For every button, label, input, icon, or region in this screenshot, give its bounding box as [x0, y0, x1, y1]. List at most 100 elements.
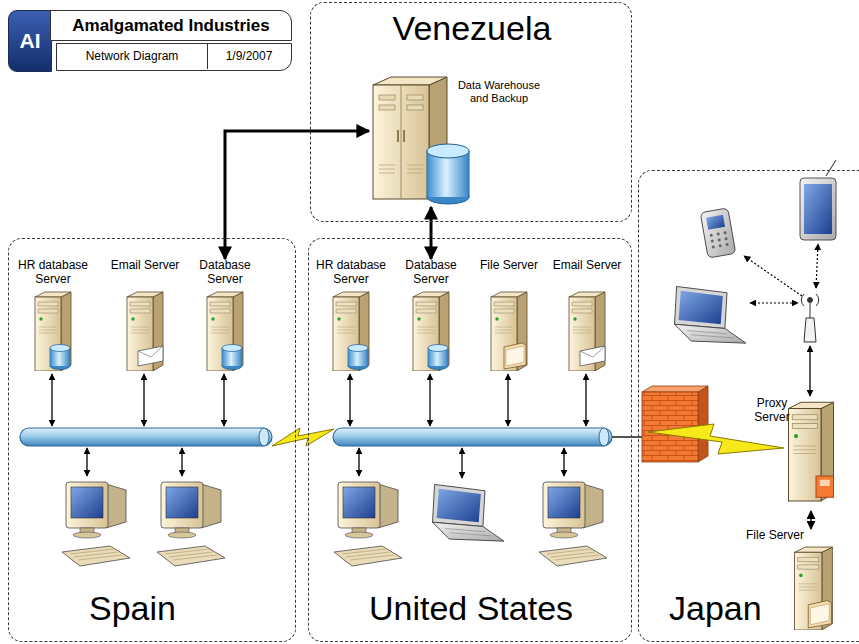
- bus-links-part: [51, 374, 52, 426]
- bus-links-part: [181, 448, 182, 476]
- region-heading: Spain: [89, 589, 239, 628]
- server-icon-part: [795, 547, 833, 630]
- cell-phone-part-part: [710, 233, 713, 236]
- workstation: [334, 482, 402, 566]
- server-label: HR database Server: [15, 259, 91, 287]
- bus-links: [52, 374, 586, 478]
- site-region: HR database ServerDatabase ServerFile Se…: [308, 238, 632, 642]
- cell-phone-part-part: [725, 243, 728, 246]
- server-icon: [125, 291, 165, 371]
- server-icon-part: [413, 292, 449, 371]
- us-bus-part: [599, 428, 609, 446]
- wan-link-bolt: [272, 428, 334, 446]
- server-icon: [411, 291, 451, 371]
- server-node: Database Server: [187, 259, 263, 371]
- server-label: File Server: [746, 529, 838, 543]
- server-node: HR database Server: [313, 259, 389, 371]
- wireless-antenna: [801, 294, 818, 342]
- network-link: [430, 207, 433, 259]
- site-region: Proxy ServerFile ServerJapan: [638, 170, 859, 642]
- wan-link-bolt: [648, 424, 784, 454]
- bus-links-part: [86, 448, 87, 476]
- region-heading: United States: [309, 589, 633, 628]
- server-icon: [786, 399, 836, 503]
- server-node: File Server: [471, 259, 547, 371]
- server-node: Email Server: [549, 259, 625, 371]
- tablet-part: [804, 184, 832, 234]
- server-icon: [205, 291, 245, 371]
- us-bus: [333, 428, 612, 446]
- server-icon-part: [569, 292, 605, 371]
- server-label: Data Warehouse and Backup: [451, 79, 547, 104]
- server-icon-part: [816, 476, 834, 497]
- server-icon-part: [428, 345, 448, 370]
- cell-phone: [700, 208, 736, 258]
- cell-phone-part-part: [724, 237, 727, 240]
- cell-phone-part: [706, 215, 725, 230]
- title-block-text: Network Diagram: [57, 49, 207, 63]
- logo-badge: AI: [8, 10, 52, 72]
- cell-phone-part: [710, 231, 729, 249]
- server-icon-part: [138, 346, 163, 366]
- wireless-antenna-part: [808, 298, 813, 303]
- server-icon-part: [789, 402, 834, 501]
- title-cell: Network Diagram: [57, 44, 208, 69]
- wireless-antenna-part: [804, 318, 816, 342]
- server-label: Database Server: [393, 259, 469, 287]
- region-heading: Venezuela: [311, 9, 633, 48]
- spain-bus-part: [20, 428, 272, 446]
- server-icon-part: [35, 292, 71, 371]
- server-icon-part: [373, 77, 469, 204]
- wireless-antenna-part: [810, 303, 811, 318]
- server-node: Email Server: [107, 259, 183, 371]
- server-label: File Server: [471, 259, 547, 273]
- server-node: Proxy Server: [746, 393, 846, 511]
- server-label: Proxy Server: [746, 397, 798, 425]
- title-row: Network Diagram 1/9/2007: [56, 43, 292, 71]
- wireless-links-part: [744, 256, 802, 296]
- server-node: Database Server: [393, 259, 469, 371]
- server-label: Database Server: [187, 259, 263, 287]
- server-icon-part: [580, 346, 605, 366]
- server-icon: [567, 291, 607, 371]
- title-cell: 1/9/2007: [208, 44, 290, 69]
- server-icon: [33, 291, 73, 371]
- tablet-part: [826, 160, 836, 176]
- cell-phone-part-part: [716, 232, 719, 235]
- title-block-text: 1/9/2007: [208, 49, 290, 63]
- warehouse-server: Data Warehouse and Backup: [369, 69, 547, 207]
- server-label: Email Server: [549, 259, 625, 273]
- bus-links-part: [358, 448, 359, 476]
- server-label: HR database Server: [313, 259, 389, 287]
- bus-links-part: [563, 448, 564, 476]
- cell-phone-part-part: [712, 245, 715, 248]
- server-icon-part: [333, 292, 369, 371]
- bus-links-part: [461, 448, 462, 478]
- server-icon-part: [348, 345, 368, 370]
- tablet-part: [800, 178, 836, 240]
- server-label: Email Server: [107, 259, 183, 273]
- server-icon-part: [50, 345, 70, 370]
- server-icon: [331, 291, 371, 371]
- antenna-proxy-link: [809, 346, 810, 396]
- wireless-links: [744, 244, 818, 303]
- cell-phone-part-part: [711, 239, 714, 242]
- firewall: [642, 386, 708, 462]
- spain-bus: [20, 428, 272, 446]
- server-icon-part: [222, 345, 242, 370]
- site-region: Data Warehouse and Backup Venezuela: [310, 2, 632, 222]
- bus-links-part: [143, 374, 144, 426]
- title-box: Amalgamated Industries: [50, 10, 292, 41]
- laptop: [433, 484, 504, 541]
- bus-links-part: [585, 374, 586, 426]
- cell-phone-part-part: [719, 244, 722, 247]
- server-icon-part: [504, 343, 526, 369]
- cell-phone-part-part: [723, 231, 726, 234]
- tablet: [800, 160, 836, 240]
- cell-phone-part-part: [717, 238, 720, 241]
- server-icon-part: [808, 601, 831, 628]
- server-icon: [791, 546, 836, 630]
- wireless-links-part: [816, 244, 818, 288]
